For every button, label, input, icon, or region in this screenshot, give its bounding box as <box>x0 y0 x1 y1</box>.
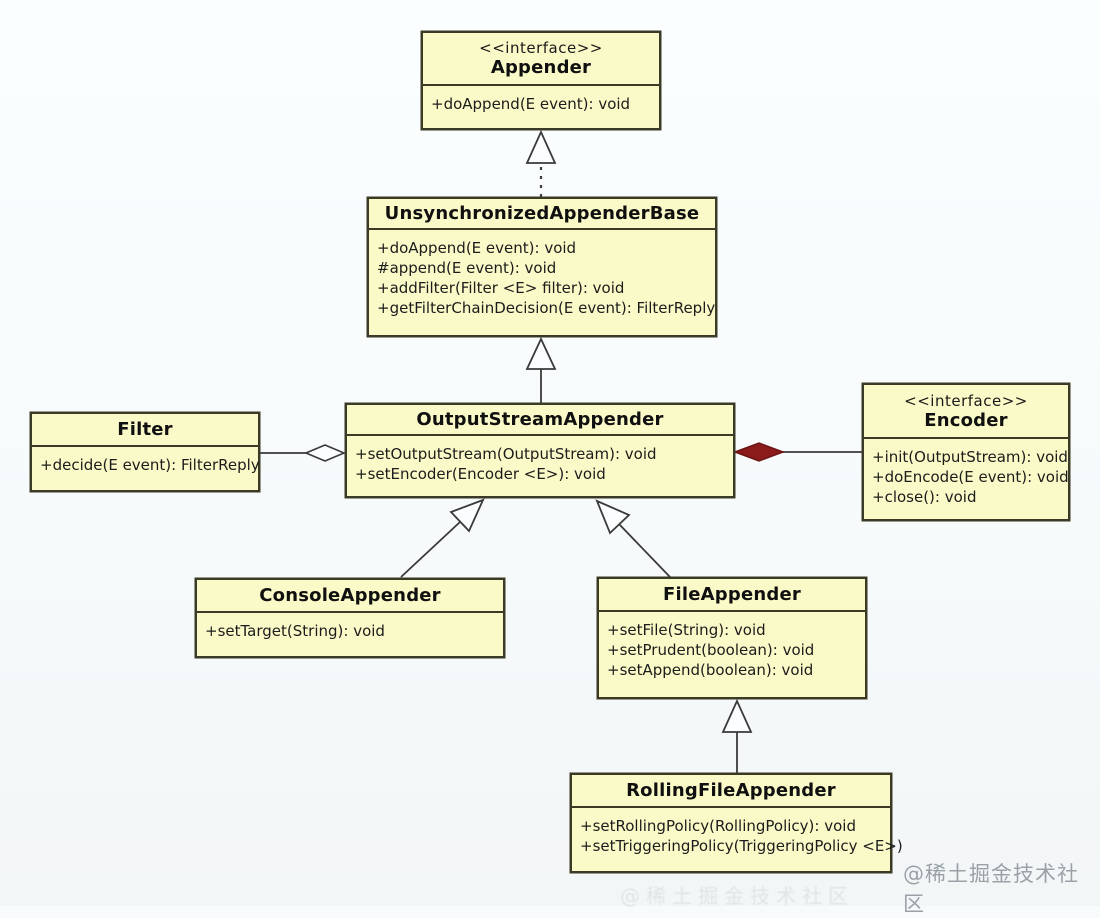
class-file-header: FileAppender <box>599 579 865 612</box>
class-console-header: ConsoleAppender <box>197 580 503 613</box>
class-osa-header: OutputStreamAppender <box>347 405 733 436</box>
method: +decide(E event): FilterReply <box>40 456 260 474</box>
method: #append(E event): void <box>377 259 557 277</box>
watermark-ghost: @稀土掘金技术社区 <box>620 884 854 908</box>
class-filter: Filter +decide(E event): FilterReply <box>30 412 260 492</box>
watermark: @稀土掘金技术社区 <box>903 862 1079 916</box>
class-encoder-methods: +init(OutputStream): void +doEncode(E ev… <box>864 439 1069 519</box>
stereotype-label: <<interface>> <box>479 39 603 57</box>
class-encoder: <<interface>> Encoder +init(OutputStream… <box>862 383 1070 521</box>
class-name: OutputStreamAppender <box>416 409 664 430</box>
class-console-methods: +setTarget(String): void <box>197 613 503 656</box>
method: +setRollingPolicy(RollingPolicy): void <box>580 817 856 835</box>
class-file-methods: +setFile(String): void +setPrudent(boole… <box>599 612 865 697</box>
connector-generalization-console-osa <box>400 498 485 578</box>
method: +doAppend(E event): void <box>431 95 631 113</box>
method: +setFile(String): void <box>607 621 766 639</box>
method: +setOutputStream(OutputStream): void <box>355 445 657 463</box>
class-output-stream-appender: OutputStreamAppender +setOutputStream(Ou… <box>345 403 735 498</box>
method: +addFilter(Filter <E> filter): void <box>377 279 625 297</box>
method: +setEncoder(Encoder <E>): void <box>355 465 606 483</box>
class-name: ConsoleAppender <box>259 585 441 606</box>
class-uab-header: UnsynchronizedAppenderBase <box>369 199 715 230</box>
method: +doEncode(E event): void <box>872 468 1069 486</box>
class-filter-methods: +decide(E event): FilterReply <box>32 447 260 490</box>
class-name: Appender <box>490 57 592 78</box>
connector-generalization-file-osa <box>595 499 671 578</box>
method: +setTriggeringPolicy(TriggeringPolicy <E… <box>580 837 903 855</box>
method: +setPrudent(boolean): void <box>607 641 815 659</box>
class-encoder-header: <<interface>> Encoder <box>864 385 1068 439</box>
connector-composition-encoder-osa <box>732 442 862 462</box>
class-rolling-header: RollingFileAppender <box>572 775 890 808</box>
method: +setTarget(String): void <box>205 622 385 640</box>
class-name: RollingFileAppender <box>626 780 836 801</box>
method: +close(): void <box>872 488 977 506</box>
method: +setAppend(boolean): void <box>607 661 814 679</box>
method: +getFilterChainDecision(E event): Filter… <box>377 299 716 317</box>
class-appender-methods: +doAppend(E event): void <box>423 86 659 128</box>
class-name: UnsynchronizedAppenderBase <box>384 203 700 224</box>
class-appender-header: <<interface>> Appender <box>423 33 659 86</box>
stereotype-label: <<interface>> <box>904 391 1028 410</box>
connector-aggregation-filter-osa <box>260 444 347 462</box>
class-console-appender: ConsoleAppender +setTarget(String): void <box>195 578 505 658</box>
class-appender: <<interface>> Appender +doAppend(E event… <box>421 31 661 130</box>
class-rolling-methods: +setRollingPolicy(RollingPolicy): void +… <box>572 808 903 871</box>
class-file-appender: FileAppender +setFile(String): void +set… <box>597 577 867 699</box>
connector-realization-uab-appender <box>525 129 557 197</box>
class-unsynchronized-appender-base: UnsynchronizedAppenderBase +doAppend(E e… <box>367 197 717 337</box>
connector-generalization-osa-uab <box>525 336 557 403</box>
method: +doAppend(E event): void <box>377 239 577 257</box>
class-filter-header: Filter <box>32 414 258 447</box>
class-osa-methods: +setOutputStream(OutputStream): void +se… <box>347 436 733 496</box>
class-name: FileAppender <box>663 584 801 605</box>
method: +init(OutputStream): void <box>872 448 1068 466</box>
class-rolling-file-appender: RollingFileAppender +setRollingPolicy(Ro… <box>570 773 903 873</box>
class-name: Filter <box>117 419 173 440</box>
class-uab-methods: +doAppend(E event): void #append(E event… <box>369 230 715 335</box>
connector-generalization-rolling-file <box>721 698 753 773</box>
class-name: Encoder <box>924 409 1008 431</box>
